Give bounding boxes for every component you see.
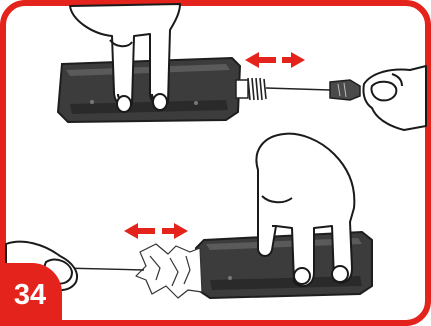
top-cable-connector-icon [236, 78, 360, 100]
bottom-double-arrow-icon [124, 223, 188, 239]
bottom-scene [6, 134, 372, 298]
top-double-arrow-icon [245, 52, 305, 68]
top-scene [58, 4, 426, 130]
top-pinching-hand-icon [363, 66, 426, 130]
step-number-badge: 34 [0, 263, 62, 326]
bottom-torn-wrapper-icon [136, 244, 202, 298]
